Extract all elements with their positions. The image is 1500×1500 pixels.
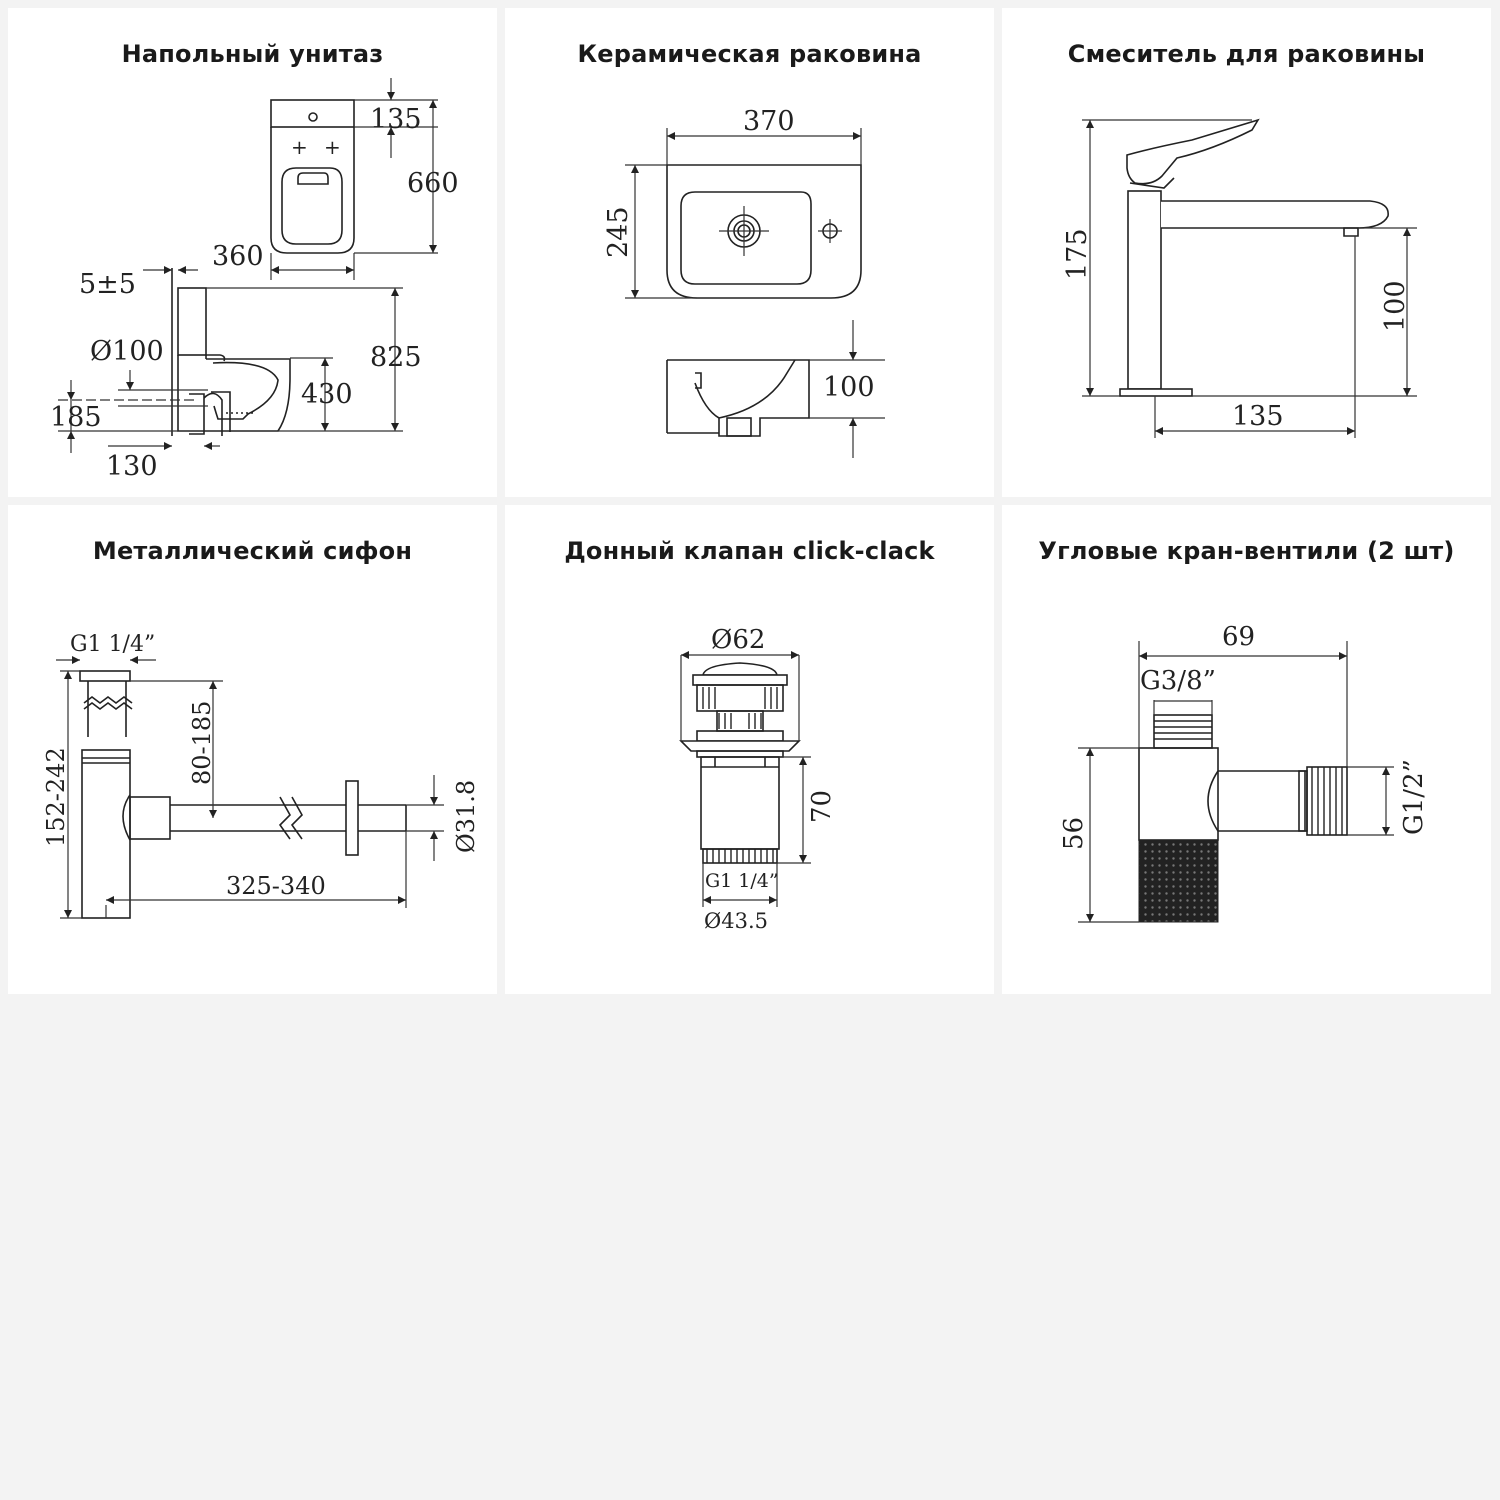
dim-130: 130 [106,451,158,482]
spec-grid: Напольный унитаз + + 135 [8,8,1491,994]
sink-top-view [666,164,862,299]
dim-360: 360 [212,241,264,272]
valve-body [1138,714,1348,923]
dim-175: 175 [1062,228,1093,280]
panel-title: Донный клапан click-clack [564,537,935,565]
dim-69: 69 [1222,622,1255,652]
svg-text:+: + [291,135,308,159]
dim-70: 70 [807,790,837,823]
dim-325-340: 325-340 [226,872,326,900]
valve-body [679,662,801,864]
panel-sink-faucet: Смеситель для раковины 175 100 [1002,8,1491,497]
dim-56: 56 [1059,817,1089,850]
panel-title: Керамическая раковина [577,40,922,68]
dim-100: 100 [823,372,875,403]
sink-drawing: 370 245 100 [603,106,885,458]
svg-text:+: + [324,135,341,159]
toilet-top-view: + + [270,99,355,254]
valve-drawing: Ø62 70 G1 1/4” Ø43.5 [679,625,837,933]
dim-370: 370 [743,106,795,137]
faucet-drawing: 175 100 135 [1062,118,1417,438]
dim-5pm5: 5±5 [79,269,136,300]
panel-angle-valves: Угловые кран-вентили (2 шт) [1002,505,1491,994]
panel-title: Угловые кран-вентили (2 шт) [1038,537,1455,565]
dim-g114: G1 1/4” [70,632,155,657]
dim-d100: Ø100 [90,336,164,367]
panel-title: Смеситель для раковины [1067,40,1426,68]
panel-metal-siphon: Металлический сифон [8,505,497,994]
dim-d31-8: Ø31.8 [452,780,480,853]
dim-g114: G1 1/4” [705,870,779,892]
dim-g38: G3/8” [1140,666,1216,696]
dim-430: 430 [301,379,353,410]
sink-side-view [666,359,810,437]
dim-825: 825 [370,342,422,373]
dim-d43-5: Ø43.5 [704,909,768,933]
dim-g12: G1/2” [1399,759,1429,835]
panel-title: Металлический сифон [92,537,413,565]
panel-click-clack-valve: Донный клапан click-clack [505,505,994,994]
dim-152-242: 152-242 [42,747,70,847]
siphon-drawing: G1 1/4” 152-242 80-185 Ø31.8 [42,632,480,919]
dim-80-185: 80-185 [188,701,216,785]
panel-ceramic-sink: Керамическая раковина 370 [505,8,994,497]
dim-660: 660 [407,168,459,199]
dim-135: 135 [370,104,422,135]
dim-135: 135 [1232,401,1284,432]
dim-d62: Ø62 [711,625,765,655]
toilet-side-view [171,268,291,436]
dim-245: 245 [603,206,634,258]
panel-title: Напольный унитаз [121,40,384,68]
siphon-body [79,670,407,919]
angle-valve-drawing: 69 G3/8” 56 G1/2” [1059,622,1429,923]
dim-185: 185 [50,402,102,433]
dim-100: 100 [1380,280,1411,332]
panel-floor-toilet: Напольный унитаз + + 135 [8,8,497,497]
faucet-body [1119,118,1389,397]
toilet-drawing: + + 135 660 360 [50,78,459,482]
